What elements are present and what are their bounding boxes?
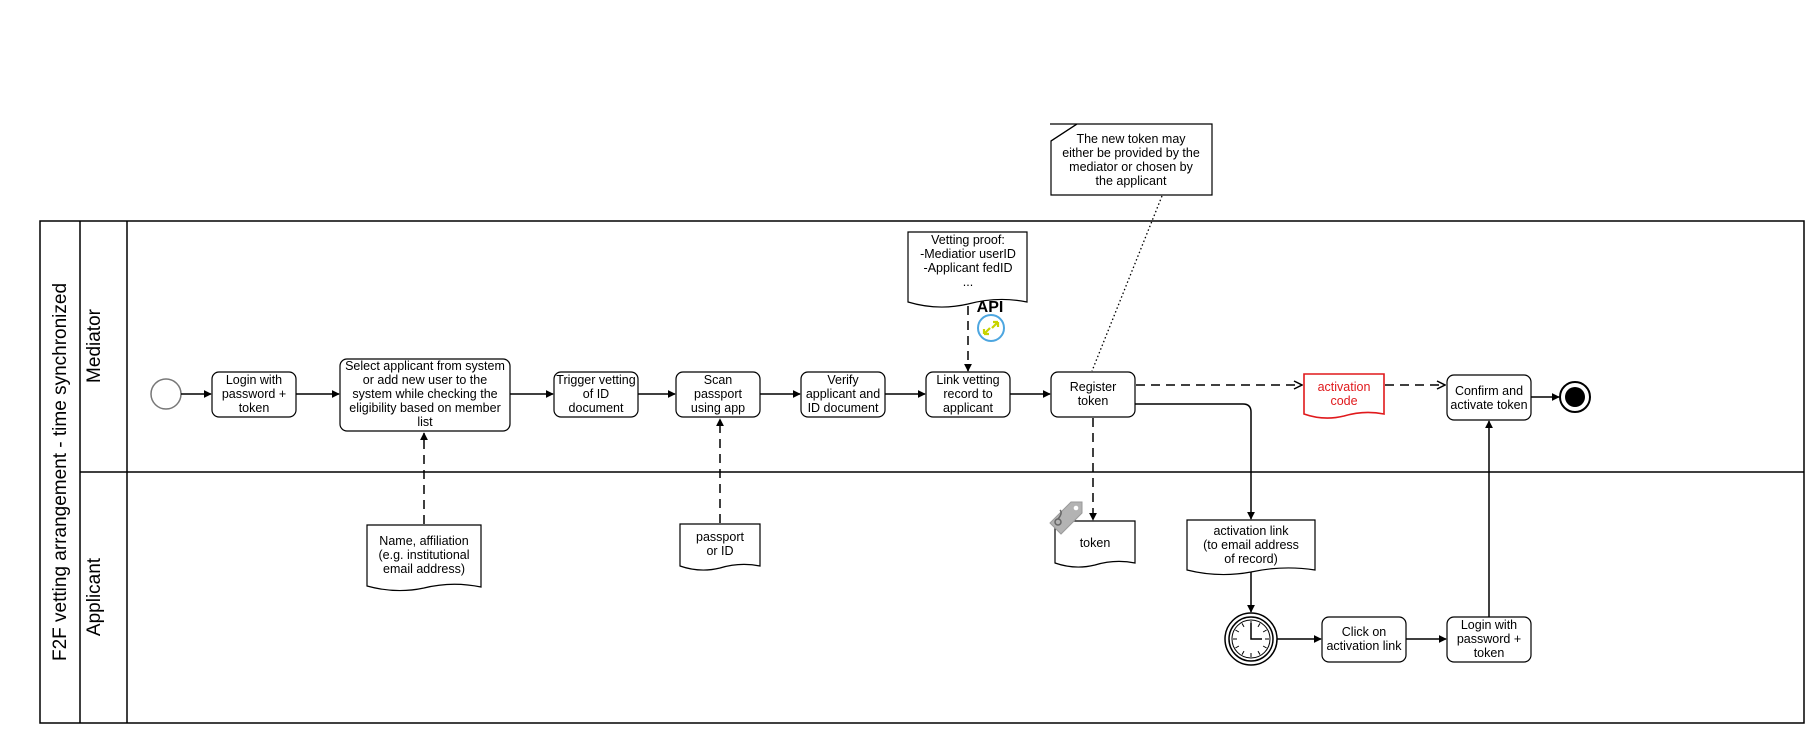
pool: F2F vetting arrangement - time synchroni…	[39, 220, 1805, 724]
task-label: Login with	[226, 373, 282, 387]
api-sync-icon	[977, 314, 1005, 342]
task-label: passport	[694, 387, 742, 401]
end-event[interactable]	[1559, 381, 1591, 413]
annotation-association	[1091, 195, 1163, 372]
task-label: token	[239, 401, 270, 415]
data-associations	[420, 306, 1445, 524]
task-label: system while checking the	[352, 387, 497, 401]
start-event[interactable]	[150, 378, 182, 410]
task-label: list	[417, 415, 433, 429]
task-label: token	[1474, 646, 1505, 660]
doc-vetting-proof[interactable]: Vetting proof:-Mediatior userID-Applican…	[907, 231, 1028, 308]
doc-label: email address)	[383, 562, 465, 576]
task-label: Trigger vetting	[556, 373, 635, 387]
annotation-text: the applicant	[1096, 174, 1167, 188]
svg-text:Name, affiliation(e.g. institu: Name, affiliation(e.g. institutionalemai…	[378, 534, 469, 576]
task-label: using app	[691, 401, 745, 415]
annotation-text: The new token may	[1076, 132, 1186, 146]
doc-label: activation	[1318, 380, 1371, 394]
annotation-text: mediator or chosen by	[1069, 160, 1193, 174]
task-label: ID document	[808, 401, 879, 415]
task-label: document	[569, 401, 624, 415]
task-label: record to	[943, 387, 992, 401]
sequence-flows	[181, 390, 1560, 643]
task-label: token	[1078, 394, 1109, 408]
pool-title: F2F vetting arrangement - time synchroni…	[50, 283, 71, 661]
doc-label: -Mediatior userID	[920, 247, 1016, 261]
doc-label: passport	[696, 530, 744, 544]
doc-label: -Applicant fedID	[924, 261, 1013, 275]
tag-icon	[1049, 501, 1083, 535]
task-label: Register	[1070, 380, 1117, 394]
doc-label: or ID	[706, 544, 733, 558]
doc-label: activation link	[1213, 524, 1289, 538]
task-label: applicant	[943, 401, 994, 415]
task-label: Login with	[1461, 618, 1517, 632]
task-label: activate token	[1450, 398, 1527, 412]
task-label: eligibility based on member	[349, 401, 500, 415]
task-label: password +	[1457, 632, 1521, 646]
doc-label: (e.g. institutional	[378, 548, 469, 562]
doc-label: of record)	[1224, 552, 1278, 566]
task-label: of ID	[583, 387, 609, 401]
doc-label: (to email address	[1203, 538, 1299, 552]
task-label: Confirm and	[1455, 384, 1523, 398]
doc-label: token	[1080, 536, 1111, 550]
doc-label: code	[1330, 394, 1357, 408]
api-label: API	[977, 299, 1004, 316]
task-label: Link vetting	[936, 373, 999, 387]
svg-text:token: token	[1080, 536, 1111, 550]
task-label: activation link	[1326, 639, 1402, 653]
lane-applicant-label: Applicant	[84, 557, 105, 636]
doc-label: ...	[963, 275, 973, 289]
timer-event[interactable]	[1224, 612, 1278, 666]
doc-label: Name, affiliation	[379, 534, 468, 548]
svg-text:Vetting proof:-Mediatior userI: Vetting proof:-Mediatior userID-Applican…	[920, 233, 1016, 289]
doc-token[interactable]: token	[1054, 520, 1136, 568]
doc-label: Vetting proof:	[931, 233, 1005, 247]
task-label: Click on	[1342, 625, 1387, 639]
task-label: applicant and	[806, 387, 880, 401]
task-label: Select applicant from system	[345, 359, 505, 373]
task-label: Verify	[827, 373, 859, 387]
task-label: Scan	[704, 373, 733, 387]
task-label: password +	[222, 387, 286, 401]
task-label: or add new user to the	[363, 373, 487, 387]
lane-mediator-label: Mediator	[84, 308, 105, 383]
annotation-text: either be provided by the	[1062, 146, 1200, 160]
